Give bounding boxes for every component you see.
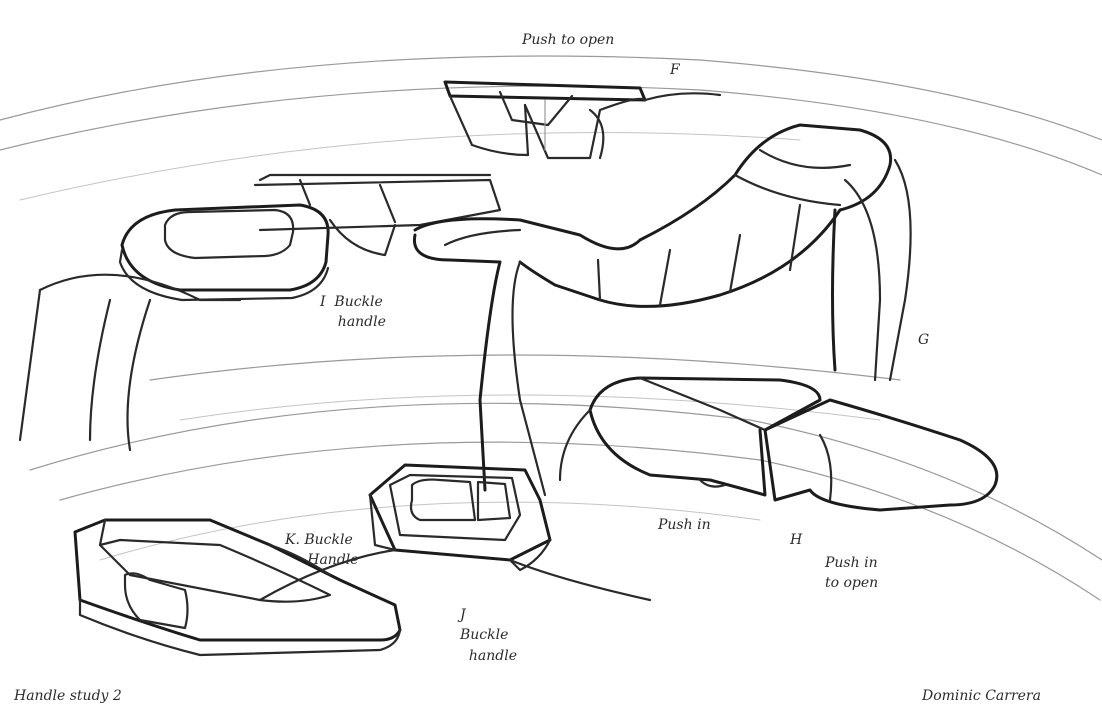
push-in-label: Push in — [658, 517, 711, 533]
handle-h-label: H — [790, 532, 803, 548]
handle-i-sketch — [18, 173, 502, 452]
handle-g-sketch — [412, 123, 912, 497]
handle-f-sketch — [443, 80, 722, 160]
handle-g-label: G — [918, 332, 930, 348]
handle-f-label: F — [670, 62, 680, 78]
handle-j-sketch — [258, 463, 652, 602]
artist-signature: Dominic Carrera — [922, 688, 1041, 704]
handle-k-label: K. Buckle Handle — [285, 532, 359, 569]
handle-h-sketch — [558, 376, 999, 512]
push-to-open-label: Push to open — [522, 32, 615, 48]
handle-k-sketch — [73, 518, 402, 657]
sheet-title: Handle study 2 — [14, 688, 122, 704]
push-in-to-open-label: Push in to open — [825, 555, 879, 592]
construction-lines — [0, 55, 1102, 601]
handle-j-label: J Buckle handle — [460, 607, 518, 664]
handle-i-label: I Buckle handle — [320, 294, 386, 331]
